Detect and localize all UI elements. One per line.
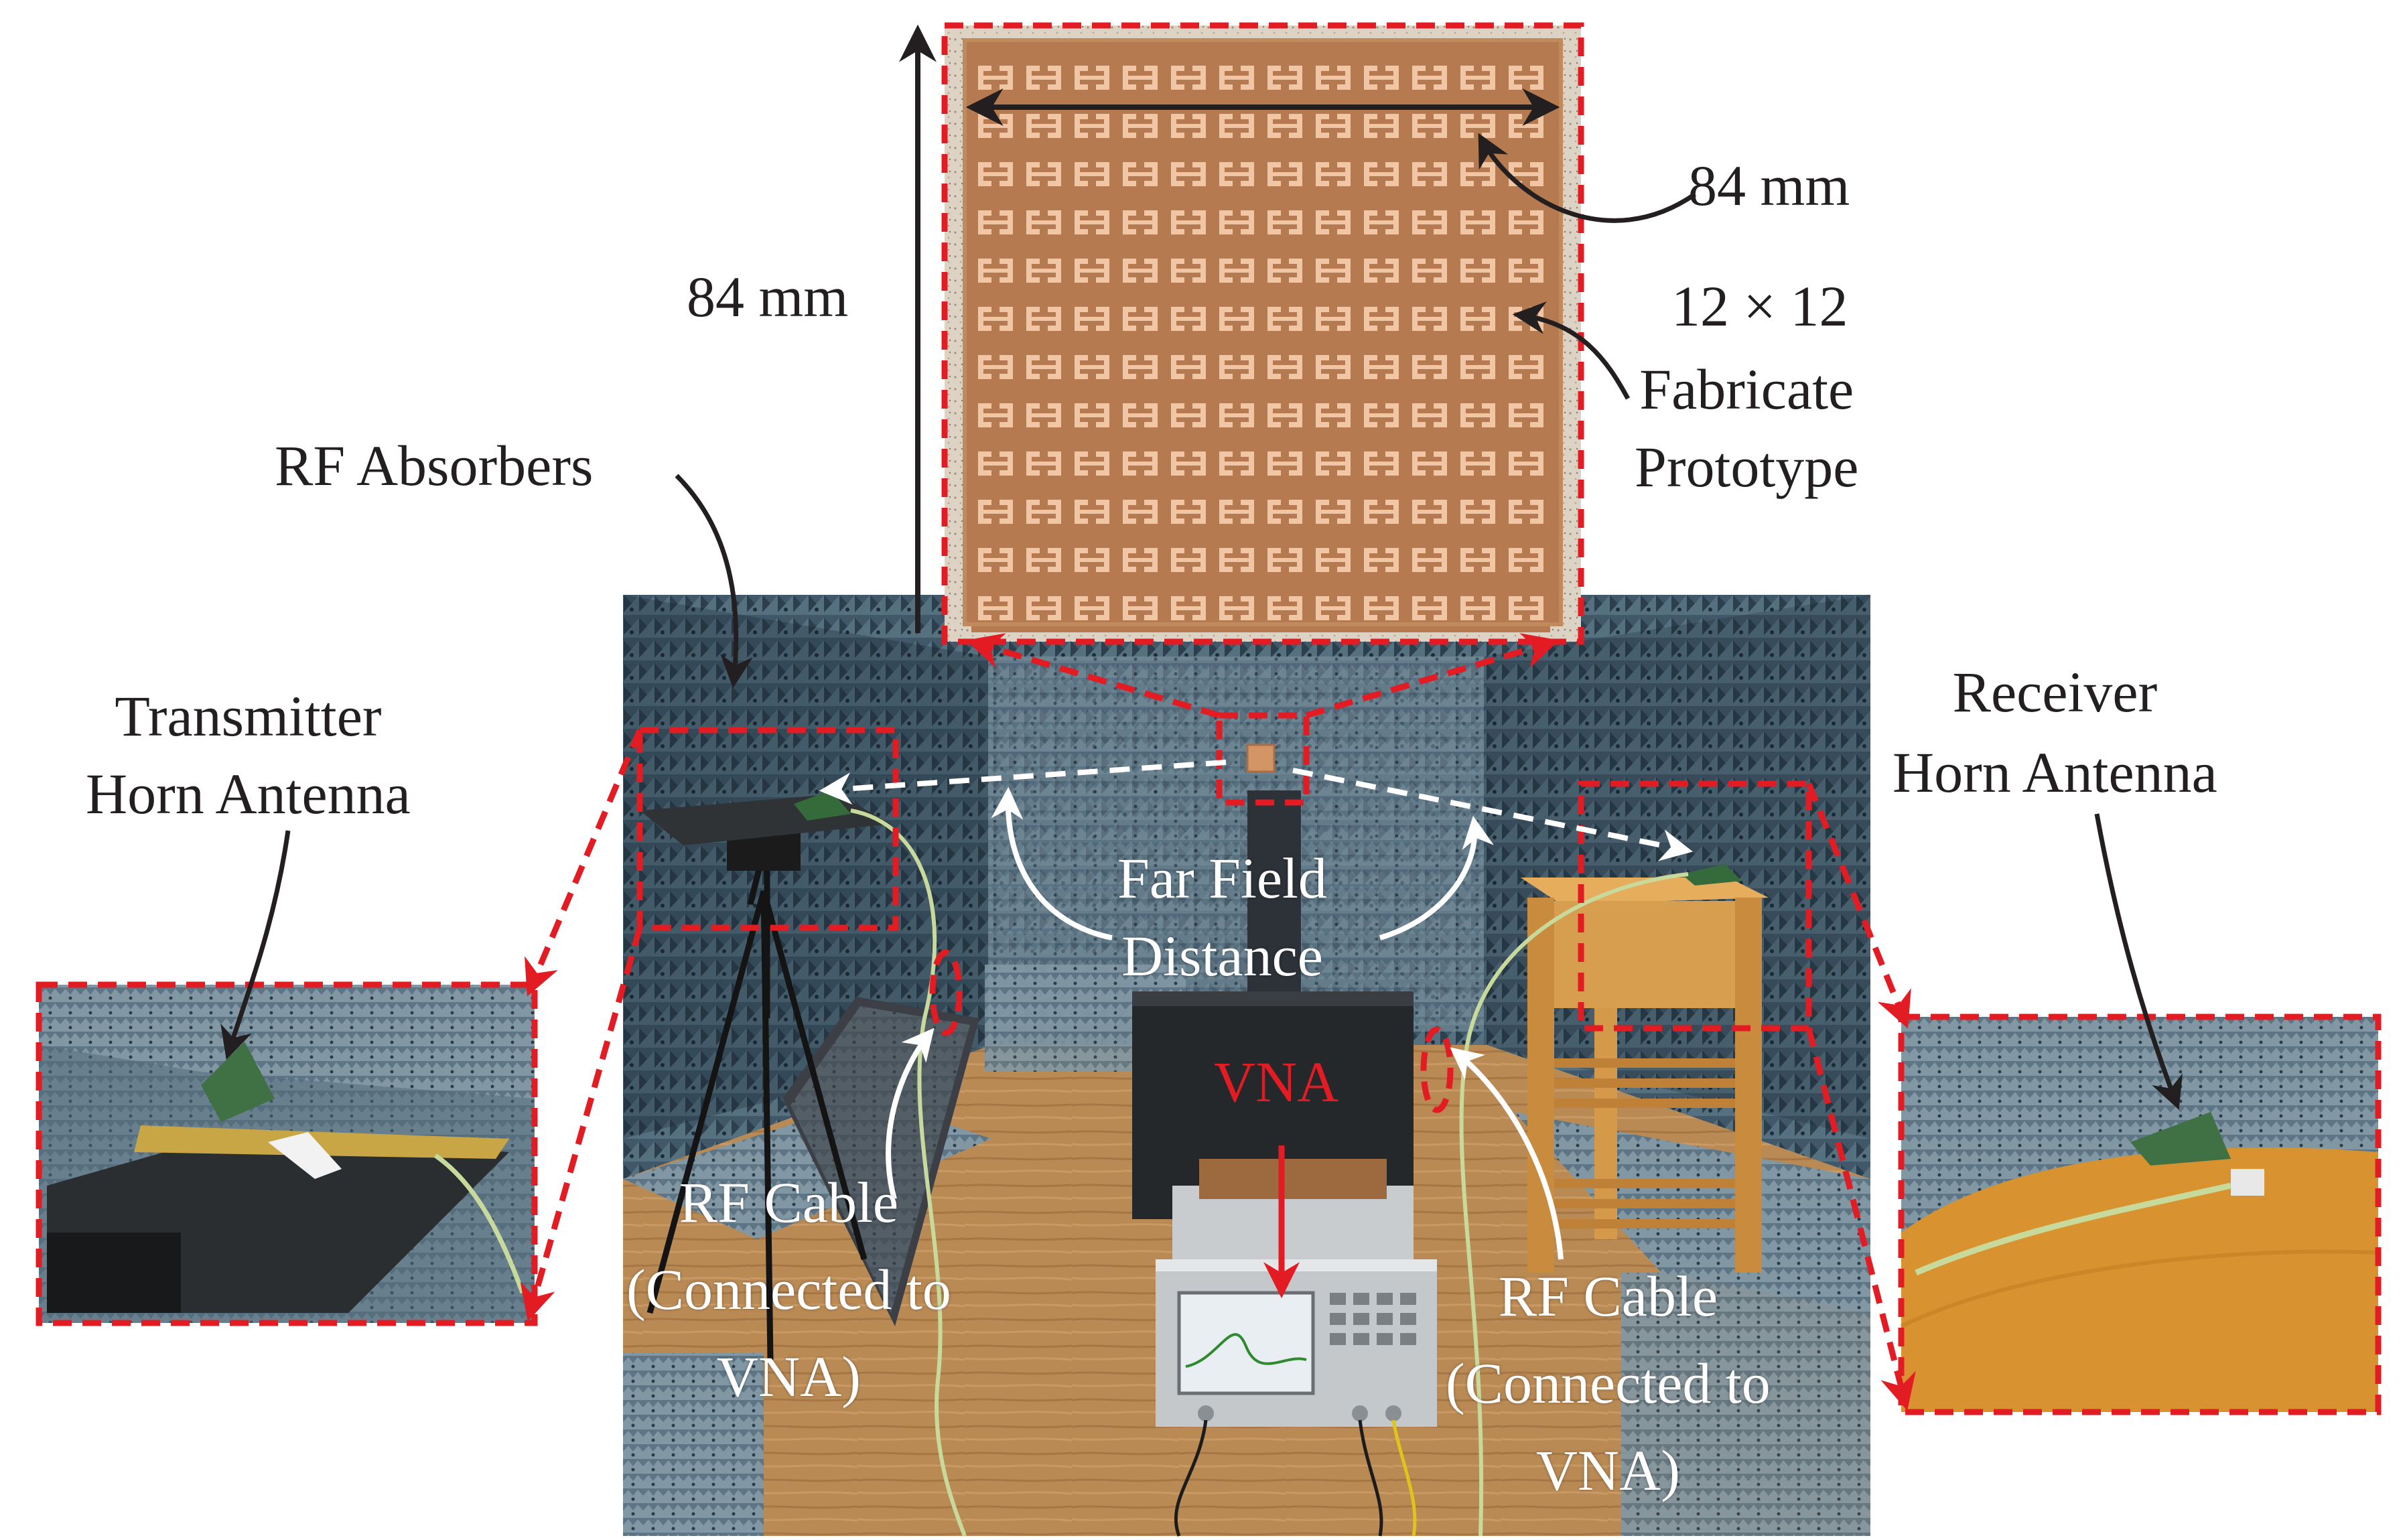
anechoic-chamber-photo xyxy=(623,595,1870,1537)
vna-label: VNA xyxy=(1214,1050,1339,1114)
transmitter-label: Transmitter Horn Antenna xyxy=(86,687,411,823)
rf-cable-right-label: RF Cable (Connected to VNA) xyxy=(1446,1267,1771,1499)
far-field-label-line2: Distance xyxy=(1121,924,1323,988)
rx-inset-frame xyxy=(1898,1013,2382,1415)
prototype-frame xyxy=(941,22,1584,645)
callout-connectors xyxy=(520,633,1916,1411)
left-cable-ellipse xyxy=(929,949,963,1036)
receiver-label-line2: Horn Antenna xyxy=(1893,740,2217,804)
array-size-label: 12 × 12 xyxy=(1671,274,1848,338)
far-field-label-line1: Far Field xyxy=(1117,846,1327,910)
rf-cable-left-line3: VNA) xyxy=(716,1344,861,1409)
prototype-photo xyxy=(945,25,1581,642)
rx-antenna-zoom-photo xyxy=(1900,1017,2379,1412)
tx-antenna-frame xyxy=(636,727,899,931)
tx-antenna-zoom-photo xyxy=(39,985,535,1323)
receiver-label-line1: Receiver xyxy=(1952,660,2158,724)
rf-cable-right-line2: (Connected to xyxy=(1446,1351,1771,1415)
transmitter-label-line2: Horn Antenna xyxy=(86,762,411,826)
dim-horizontal-label: 84 mm xyxy=(1688,153,1850,218)
chamber-prototype-frame xyxy=(1216,712,1310,806)
receiver-label: Receiver Horn Antenna xyxy=(1893,663,2217,801)
transmitter-label-line1: Transmitter xyxy=(115,684,382,748)
far-field-label: Far Field Distance xyxy=(1117,849,1327,985)
rf-cable-left-line2: (Connected to xyxy=(626,1257,951,1322)
leader-arrows xyxy=(220,133,2183,1110)
tx-inset-frame xyxy=(36,981,538,1326)
prototype-label: Fabricate Prototype xyxy=(1635,360,1858,496)
wooden-table xyxy=(1521,878,1769,1273)
prototype-label-line2: Prototype xyxy=(1635,435,1859,499)
dim-vertical-label: 84 mm xyxy=(687,265,849,329)
callout-frames xyxy=(36,22,2382,1415)
rf-cable-right-line1: RF Cable xyxy=(1498,1264,1718,1328)
dimension-arrows xyxy=(899,24,1560,633)
tripod xyxy=(646,849,868,1360)
rf-cable-right-line3: VNA) xyxy=(1535,1438,1680,1502)
rf-cable-left-line1: RF Cable xyxy=(679,1170,899,1235)
far-field-arrows xyxy=(819,760,1694,1260)
vna-instrument xyxy=(1156,1159,1437,1427)
rf-absorbers-label: RF Absorbers xyxy=(275,433,594,498)
prototype-label-line1: Fabricate xyxy=(1639,357,1854,421)
rf-cable-left-label: RF Cable (Connected to VNA) xyxy=(626,1174,951,1405)
